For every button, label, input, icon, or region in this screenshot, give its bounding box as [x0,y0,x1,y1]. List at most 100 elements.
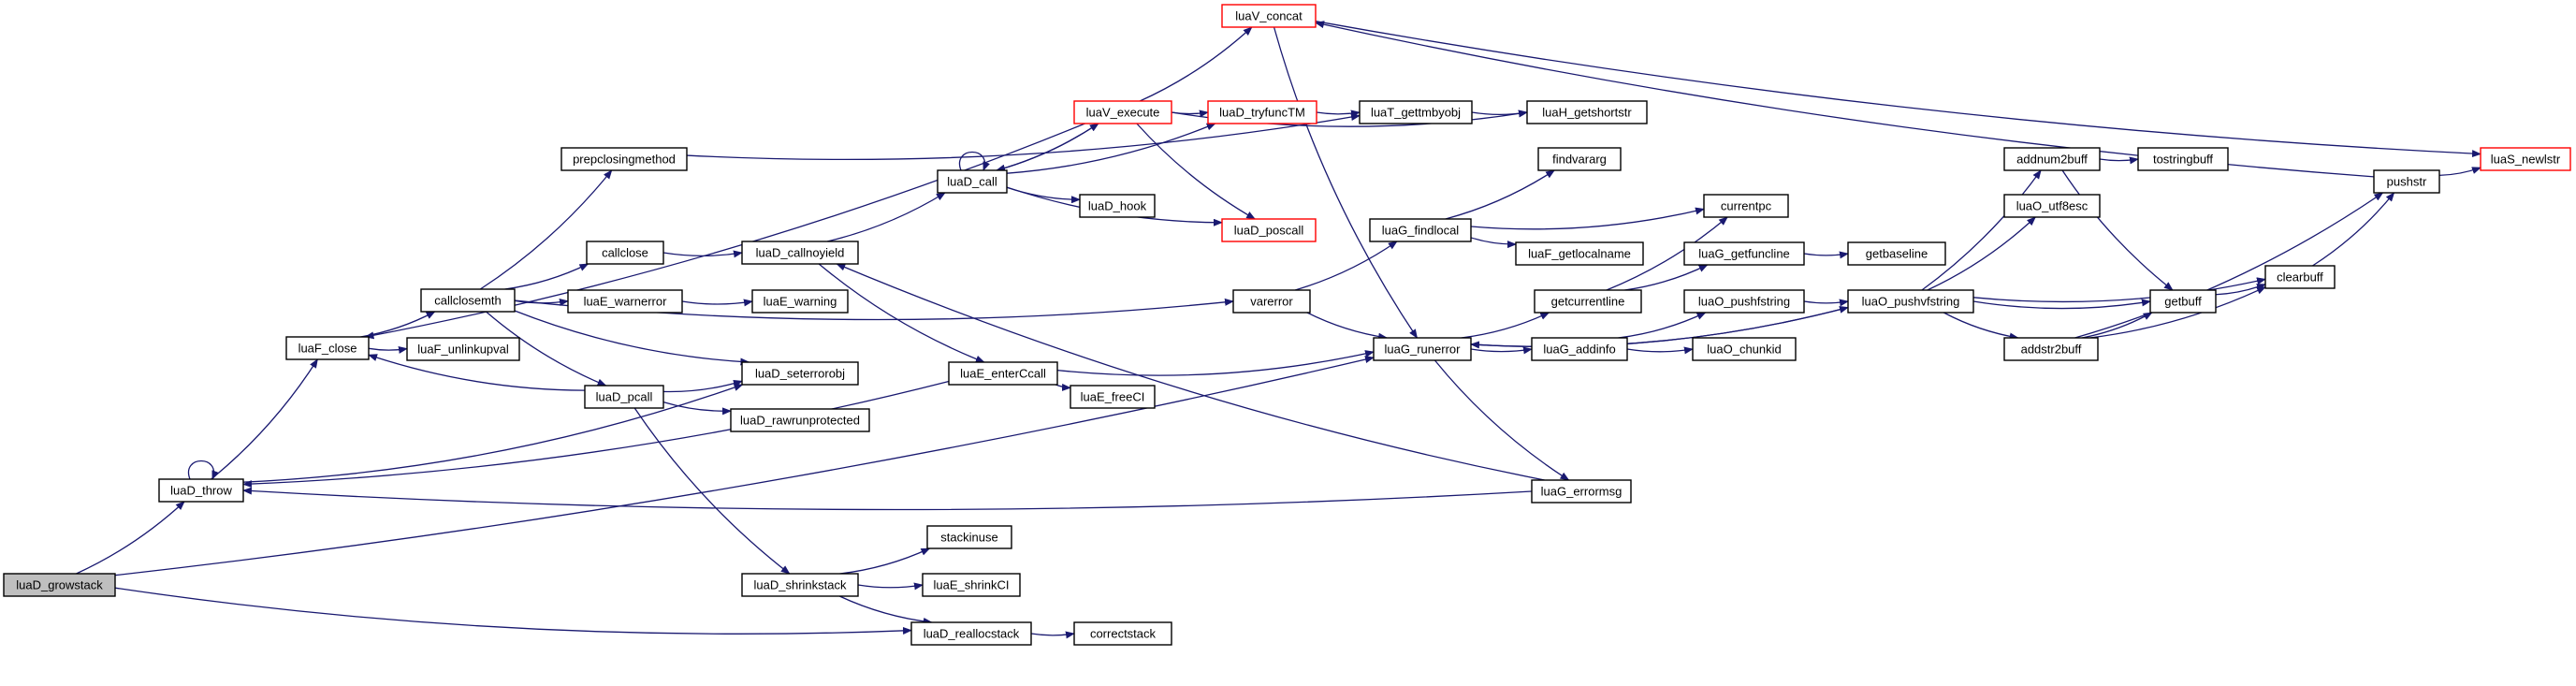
edge-pushvfstring-to-getbuff [1972,299,2151,310]
node-box [1531,337,1628,361]
node-freeci[interactable]: luaE_freeCI [1070,385,1156,409]
node-findvararg[interactable]: findvararg [1537,147,1622,171]
node-warnerror[interactable]: luaE_warnerror [567,289,683,314]
edge-vexecute-to-call [996,123,1099,172]
node-shrinkstack[interactable]: luaD_shrinkstack [741,573,859,597]
node-getfuncline[interactable]: luaG_getfuncline [1683,241,1805,266]
edge-runerror-to-getcurrentline [1461,312,1550,339]
edge-shrinkstack-to-reallocstack [838,595,933,625]
node-getcurrentline[interactable]: getcurrentline [1534,289,1642,314]
node-pushvfstring[interactable]: luaO_pushvfstring [1847,289,1974,314]
node-box [922,573,1021,597]
edge-pushfstring-to-pushvfstring [1803,299,1849,307]
node-pcall[interactable]: luaD_pcall [584,385,664,409]
edge-gettmbyobj-to-getshortstr [1471,109,1528,118]
node-clearbuff[interactable]: clearbuff [2264,265,2336,289]
edge-errormsg-to-throw [242,487,1533,511]
edge-addstr2buff-to-clearbuff [2089,286,2266,339]
edge-vexecute-to-vconcat [1139,26,1253,102]
node-newlstr[interactable]: luaS_newlstr [2480,147,2571,171]
node-label: luaE_warning [764,295,837,309]
node-label: luaV_execute [1086,106,1160,120]
node-addstr2buff[interactable]: addstr2buff [2003,337,2099,361]
node-vexecute[interactable]: luaV_execute [1073,100,1172,124]
node-addnum2buff[interactable]: addnum2buff [2003,147,2101,171]
node-label: luaE_warnerror [584,295,668,309]
node-prepclosing[interactable]: prepclosingmethod [560,147,688,171]
node-label: varerror [1250,295,1293,309]
edge-pcall-to-rawrunprot [662,401,732,416]
node-entercall[interactable]: luaE_enterCcall [948,361,1058,386]
node-reallocstack[interactable]: luaD_reallocstack [910,621,1032,646]
node-shrinkci[interactable]: luaE_shrinkCI [922,573,1021,597]
edge-callnoyield-to-call [826,192,946,242]
edge-callclosemth-to-pcall [486,311,607,387]
node-label: currentpc [1721,199,1772,213]
node-label: luaV_concat [1235,9,1303,23]
node-box [741,241,859,265]
node-label: luaO_utf8esc [2016,199,2088,213]
node-hook[interactable]: luaD_hook [1079,194,1156,218]
node-seterrorobj[interactable]: luaD_seterrorobj [741,361,859,386]
node-label: pushstr [2387,175,2427,189]
node-findlocal[interactable]: luaG_findlocal [1369,218,1472,242]
node-box [741,573,859,597]
node-vconcat[interactable]: luaV_concat [1221,4,1317,28]
node-addinfo[interactable]: luaG_addinfo [1531,337,1628,361]
node-chunkid[interactable]: luaO_chunkid [1692,337,1797,361]
node-tryfunctm[interactable]: luaD_tryfuncTM [1207,100,1317,124]
node-label: getcurrentline [1551,295,1625,309]
edge-call-to-tryfunctm [1006,123,1216,174]
node-currentpc[interactable]: currentpc [1703,194,1789,218]
edge-growstack-to-runerror [114,356,1375,577]
node-callclose[interactable]: callclose [586,241,664,265]
node-stackinuse[interactable]: stackinuse [926,525,1012,549]
node-call[interactable]: luaD_call [937,169,1008,194]
node-tostringbuff[interactable]: tostringbuff [2137,147,2229,171]
node-label: luaD_reallocstack [924,627,1020,641]
node-callclosemth[interactable]: callclosemth [420,288,516,313]
node-correctstack[interactable]: correctstack [1073,621,1172,646]
node-rawrunprot[interactable]: luaD_rawrunprotected [730,408,870,432]
node-warning[interactable]: luaE_warning [751,289,849,314]
edge-vexecute-to-poscall [1136,123,1257,220]
node-growstack[interactable]: luaD_growstack [3,573,116,597]
node-poscall[interactable]: luaD_poscall [1221,218,1317,242]
node-box [751,289,849,314]
node-pushfstring[interactable]: luaO_pushfstring [1683,289,1805,314]
edge-getbuff-to-clearbuff [2215,284,2266,296]
edge-throw-to-fclose [211,358,318,480]
node-throw[interactable]: luaD_throw [158,478,244,503]
node-errormsg[interactable]: luaG_errormsg [1531,479,1632,504]
node-gettmbyobj[interactable]: luaT_gettmbyobj [1359,100,1473,124]
edge-fclose-to-unlinkupval [368,345,408,354]
node-box [1207,100,1317,124]
node-getbuff[interactable]: getbuff [2149,289,2217,314]
node-fclose[interactable]: luaF_close [285,336,370,360]
node-runerror[interactable]: luaG_runerror [1373,337,1472,361]
node-getshortstr[interactable]: luaH_getshortstr [1526,100,1648,124]
node-label: luaO_pushfstring [1698,295,1790,309]
edge-entercall-to-runerror [1056,350,1375,376]
node-label: luaD_tryfuncTM [1219,106,1305,120]
node-getlocalname[interactable]: luaF_getlocalname [1515,241,1644,266]
edge-addstr2buff-to-getbuff [2082,312,2153,339]
node-box [158,478,244,503]
node-utf8esc[interactable]: luaO_utf8esc [2003,194,2101,218]
node-box [2003,147,2101,171]
node-label: luaG_addinfo [1543,343,1615,357]
edge-errormsg-to-callnoyield [836,263,1545,481]
edge-shrinkstack-to-stackinuse [839,547,931,575]
node-pushstr[interactable]: pushstr [2373,169,2440,194]
edge-vconcat-to-newlstr [1315,21,2481,158]
node-callnoyield[interactable]: luaD_callnoyield [741,241,859,265]
node-varerror[interactable]: varerror [1232,289,1311,314]
node-unlinkupval[interactable]: luaF_unlinkupval [406,337,520,361]
edge-addnum2buff-to-getbuff [2061,169,2174,291]
node-box [1079,194,1156,218]
node-getbaseline[interactable]: getbaseline [1847,241,1946,266]
node-box [1369,218,1472,242]
edge-prepclosing-to-gettmbyobj [686,113,1361,161]
node-box [926,525,1012,549]
